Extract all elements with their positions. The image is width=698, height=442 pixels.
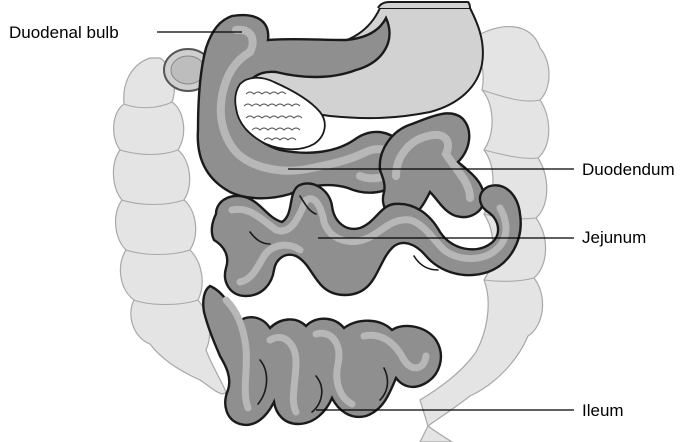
jejunum-label: Jejunum [582, 228, 646, 248]
duodendum-label: Duodendum [582, 160, 675, 180]
duodenal-bulb-label: Duodenal bulb [9, 23, 119, 43]
ileum-label: Ileum [582, 401, 624, 421]
